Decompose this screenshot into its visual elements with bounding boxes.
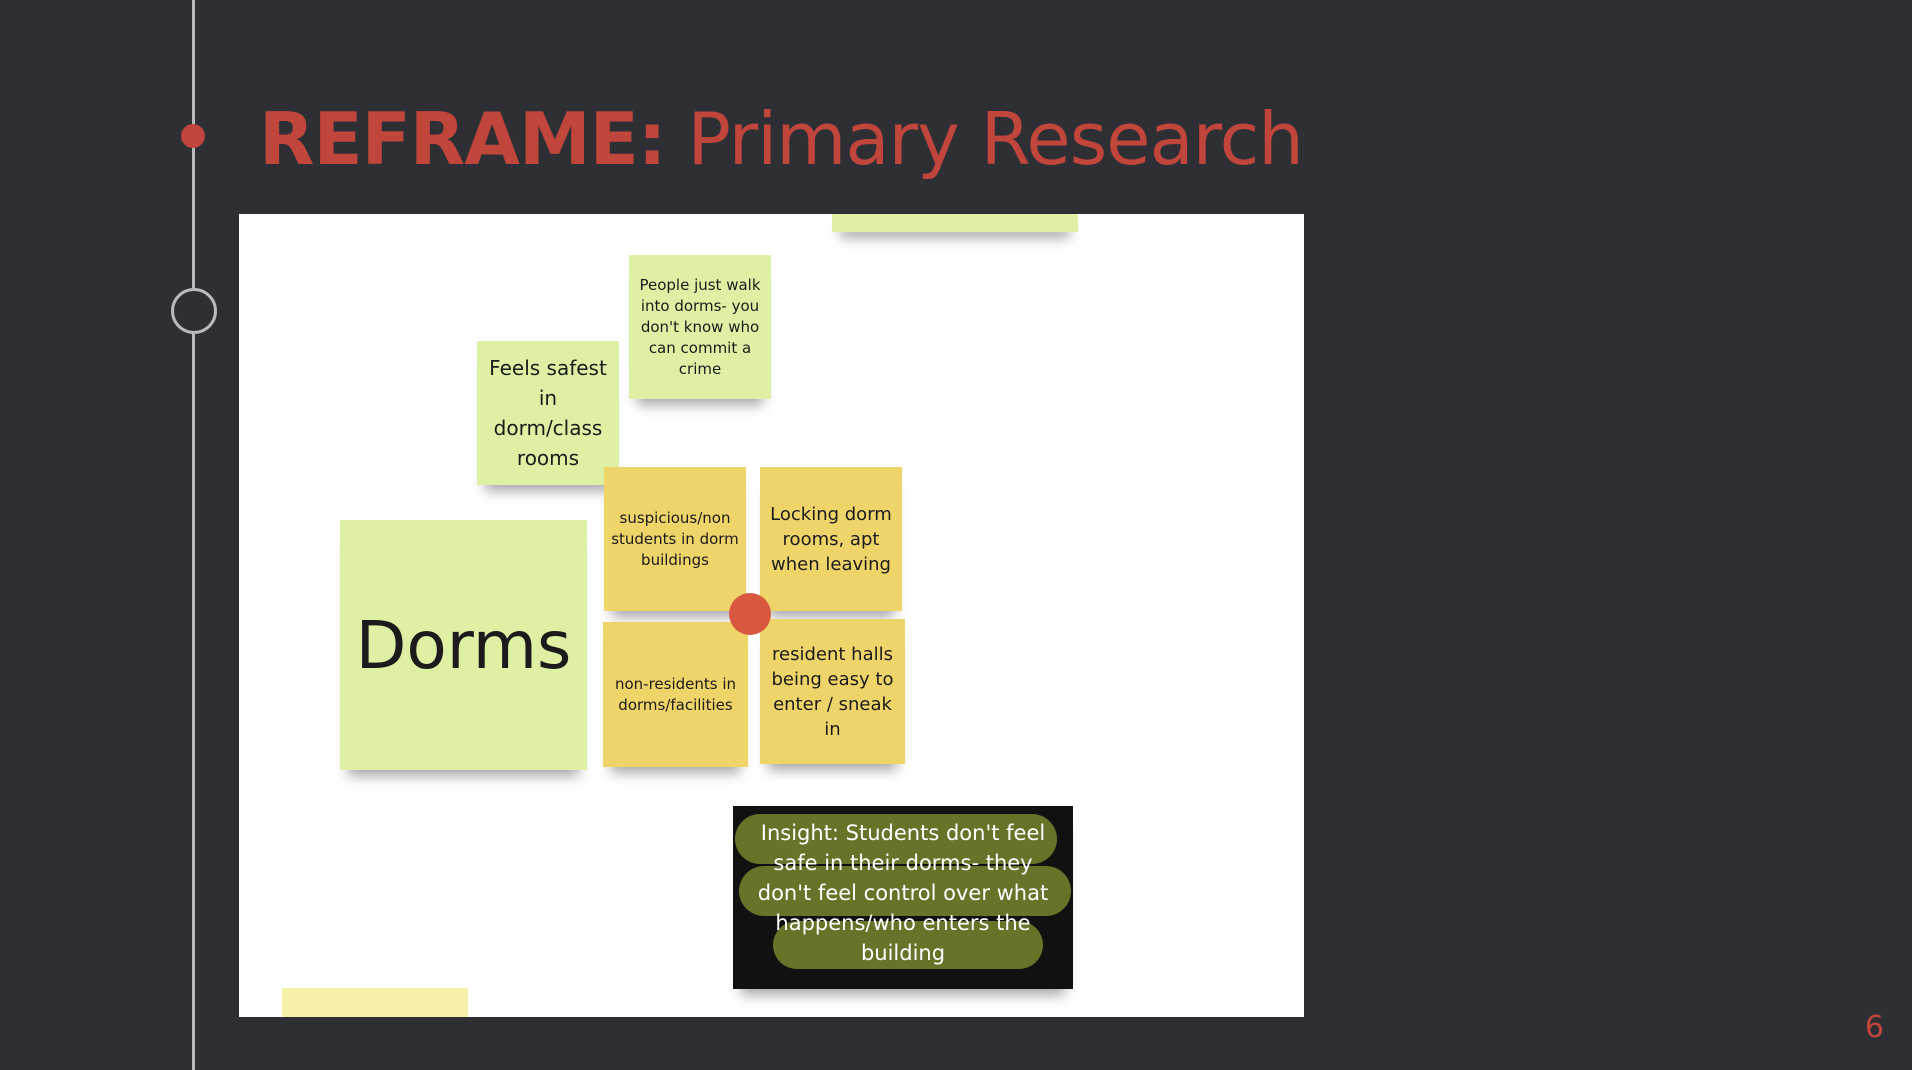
insight-highlight-stroke	[735, 814, 1057, 864]
sticky-note-text: Dorms	[355, 606, 572, 684]
sticky-note-non-residents: non-residents in dorms/facilities	[603, 622, 748, 767]
insight-highlight-stroke	[773, 921, 1043, 969]
sticky-note-text: Locking dorm rooms, apt when leaving	[770, 503, 892, 575]
sticky-note-resident-halls: resident halls being easy to enter / sne…	[760, 619, 905, 764]
sticky-note-text: suspicious/non students in dorm building…	[611, 508, 739, 569]
insight-card: Insight: Students don't feel safe in the…	[733, 806, 1073, 989]
slide-title-rest: Primary Research	[665, 97, 1303, 181]
insight-highlight-stroke	[739, 866, 1071, 916]
timeline-ring-marker	[171, 288, 217, 334]
sticky-note-top-partial	[832, 214, 1078, 232]
timeline-dot-active	[181, 124, 205, 148]
sticky-note-feels-safest: Feels safest in dorm/class rooms	[477, 341, 619, 485]
insight-text: Insight: Students don't feel safe in the…	[757, 821, 1049, 965]
sticky-note-people-walk: People just walk into dorms- you don't k…	[629, 255, 771, 399]
sticky-note-dorms: Dorms	[340, 520, 587, 770]
sticky-note-text: People just walk into dorms- you don't k…	[639, 275, 761, 378]
research-board-image: People just walk into dorms- you don't k…	[239, 214, 1304, 1017]
sticky-note-text: Feels safest in dorm/class rooms	[489, 356, 607, 470]
timeline-line	[192, 0, 195, 1070]
sticky-note-locking: Locking dorm rooms, apt when leaving	[760, 467, 902, 611]
sticky-note-text: non-residents in dorms/facilities	[614, 674, 737, 714]
cluster-marker-dot	[729, 593, 771, 635]
page-number: 6	[1864, 1010, 1884, 1045]
sticky-note-text: resident halls being easy to enter / sne…	[771, 643, 894, 740]
sticky-note-suspicious: suspicious/non students in dorm building…	[604, 467, 746, 611]
slide-title: REFRAME: Primary Research	[259, 94, 1304, 184]
slide-title-bold: REFRAME:	[259, 97, 667, 181]
sticky-note-bottom-partial	[282, 988, 468, 1017]
